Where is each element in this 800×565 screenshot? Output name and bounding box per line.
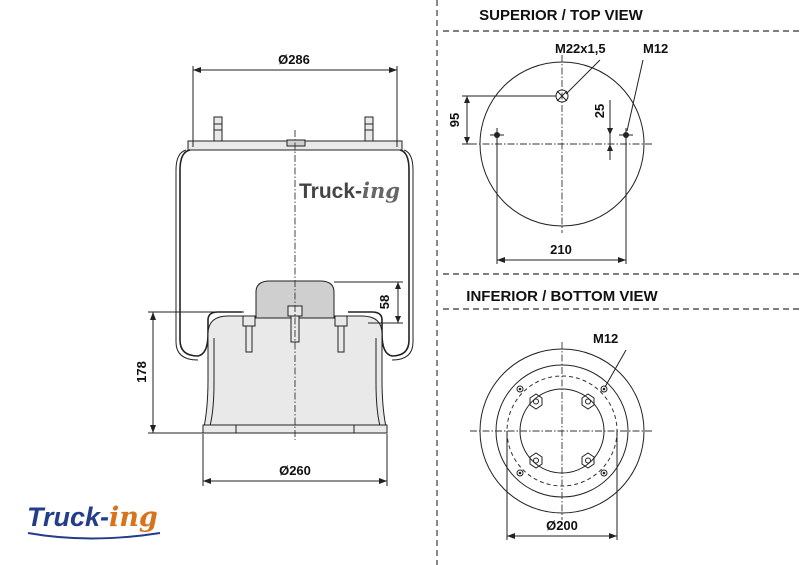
side-view: Truck-ing Ø286 Ø260 178 [134,52,414,486]
thread-label: M22x1,5 [555,41,606,56]
top-view-title: SUPERIOR / TOP VIEW [479,7,643,24]
brand-logo-text: Truck-ing [27,502,158,533]
top-stud-right [364,116,374,142]
dim-bottom-diameter: Ø200 [506,431,618,540]
dim-offset-vertical: 95 [447,95,556,145]
dim-height: 178 [134,311,244,434]
dim-piston-height-label: 58 [377,295,392,309]
bellows-outline [179,149,410,357]
view-separators [436,0,800,565]
dim-offset-small: 25 [592,100,613,160]
top-stud-left [213,116,223,142]
dim-height-label: 178 [134,361,149,383]
dim-offset-small-label: 25 [592,104,607,118]
bottom-hex-nuts [529,393,595,469]
bottom-view: INFERIOR / BOTTOM VIEW M12 [466,288,659,540]
brand-logo: Truck-ing [27,502,161,540]
dim-piston-height: 58 [334,281,403,324]
bellows-watermark: Truck-ing [299,178,400,203]
dim-diameter-top: Ø286 [192,52,398,147]
dim-offset-vertical-label: 95 [447,113,462,127]
top-stud-label: M12 [643,41,668,56]
bottom-outer-studs [516,385,608,477]
bottom-stud-label: M12 [593,331,618,346]
air-inlet [286,139,306,147]
dim-stud-spacing: 210 [496,140,627,264]
dim-stud-spacing-label: 210 [550,242,572,257]
dim-bottom-diameter-label: Ø200 [546,518,578,533]
dim-diameter-bottom-label: Ø260 [279,463,311,478]
top-view: SUPERIOR / TOP VIEW M22x1,5 M12 95 [447,7,668,264]
dim-diameter-top-label: Ø286 [278,52,310,67]
bottom-view-title: INFERIOR / BOTTOM VIEW [466,288,658,305]
dim-diameter-bottom: Ø260 [202,434,388,486]
